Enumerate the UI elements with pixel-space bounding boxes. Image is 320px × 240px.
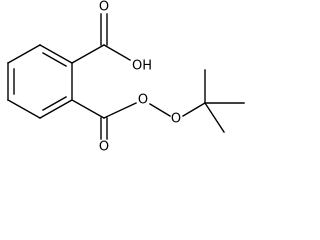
acid-carbon-bond [71, 44, 105, 64]
ring-inner-double-bond-1 [42, 52, 67, 67]
peroxide-bond [149, 103, 171, 117]
acid-hydroxyl-bond [103, 44, 131, 61]
benzene-ring [7, 44, 73, 119]
tert-butyl-bond [182, 102, 206, 117]
tert-butyl-methyl-down [204, 102, 225, 133]
ring-bond-bottom-left [7, 99, 41, 119]
ring-bond-top-right [39, 44, 73, 64]
carboxylic-acid-group: O OH [71, 0, 152, 74]
chemical-structure-diagram: O OH O O O [7, 0, 245, 155]
peroxy-ester-group: O O O [71, 93, 206, 155]
acid-carbonyl-oxygen-label: O [99, 0, 109, 15]
ester-oxygen-bond [103, 102, 137, 119]
ester-carbon-bond [71, 99, 105, 119]
ring-bond-top-left [7, 44, 41, 64]
ring-inner-double-bond-2 [42, 96, 67, 111]
hydroxyl-label: OH [132, 59, 152, 74]
ring-bond-bottom-right [39, 99, 73, 119]
peroxy-oxygen-1-label: O [138, 93, 148, 108]
tert-butyl-group [204, 69, 245, 133]
peroxy-oxygen-2-label: O [171, 112, 181, 127]
ester-carbonyl-oxygen-label: O [99, 140, 109, 155]
